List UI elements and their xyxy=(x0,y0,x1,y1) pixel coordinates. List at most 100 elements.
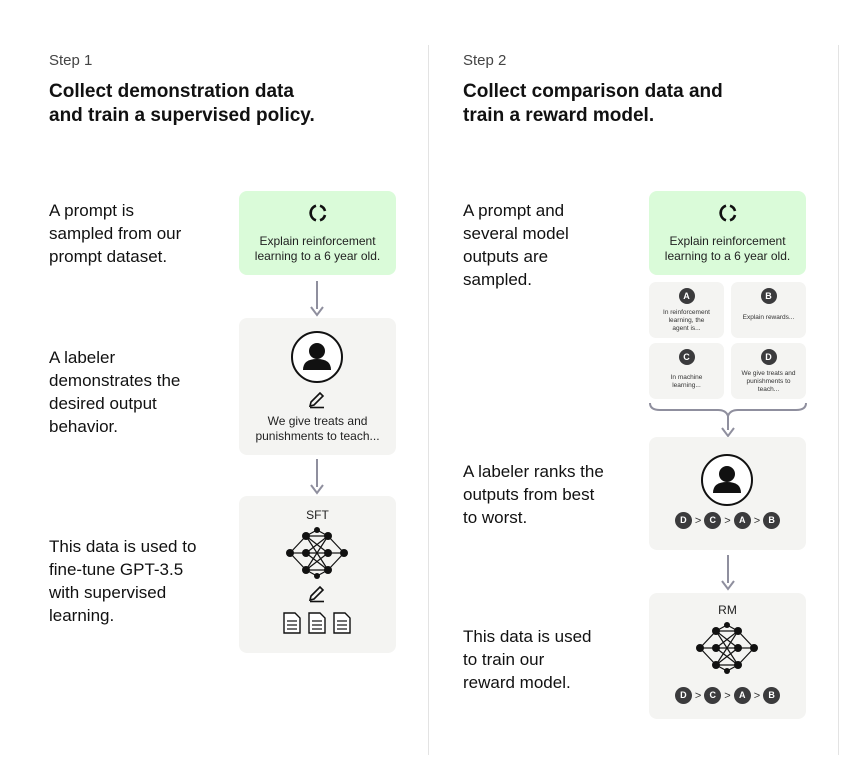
output-card-b: B Explain rewards... xyxy=(731,282,806,338)
output-badge: C xyxy=(678,349,695,365)
user-avatar-icon xyxy=(291,331,343,383)
output-badge: D xyxy=(760,349,777,365)
output-line: We give treats and xyxy=(741,370,796,377)
rank-separator: > xyxy=(694,689,702,702)
rank-separator: > xyxy=(694,514,702,527)
down-arrow-icon xyxy=(721,415,735,438)
desc-line: sampled. xyxy=(463,270,532,289)
desc-line: sampled from our xyxy=(49,224,182,243)
output-card-d: D We give treats and punishments to teac… xyxy=(731,343,806,399)
prompt-line: learning to a 6 year old. xyxy=(664,249,791,263)
step1-title: Collect demonstration data and train a s… xyxy=(49,80,315,128)
desc-line: outputs are xyxy=(463,247,549,266)
desc-line: several model xyxy=(463,224,569,243)
user-avatar-icon xyxy=(701,454,753,506)
desc-line: A prompt is xyxy=(49,201,135,220)
step1-prompt-description: A prompt is sampled from our prompt data… xyxy=(49,199,181,268)
output-text: We give treats and punishments to teach.… xyxy=(735,370,802,394)
step2-rm-card: RM D>C>A>B xyxy=(649,593,806,719)
rank-badge: B xyxy=(763,687,781,704)
document-icon xyxy=(333,612,351,634)
prompt-text: Explain reinforcement learning to a 6 ye… xyxy=(649,234,806,264)
desc-line: A labeler ranks the xyxy=(463,462,604,481)
desc-line: A prompt and xyxy=(463,201,565,220)
output-line: In reinforcement xyxy=(663,309,710,316)
desc-line: desired output xyxy=(49,394,157,413)
prompt-line: Explain reinforcement xyxy=(259,234,376,248)
output-badge: A xyxy=(678,288,695,304)
demonstration-text: We give treats and punishments to teach.… xyxy=(239,414,396,444)
rank-badge: D xyxy=(674,687,692,704)
step2-training-description: This data is used to train our reward mo… xyxy=(463,625,592,694)
rank-separator: > xyxy=(724,514,731,527)
rank-badge: C xyxy=(704,512,722,529)
output-line: In machine xyxy=(670,374,703,381)
output-line: teach... xyxy=(757,386,780,393)
rank-separator: > xyxy=(753,689,761,702)
step1-labeler-description: A labeler demonstrates the desired outpu… xyxy=(49,346,180,438)
pencil-icon xyxy=(308,391,325,409)
neural-network-icon xyxy=(696,622,758,674)
output-badge: B xyxy=(760,288,777,304)
rank-badge: A xyxy=(733,512,751,529)
down-arrow-icon xyxy=(310,459,324,495)
output-line: punishments to xyxy=(746,378,791,385)
step2-label: Step 2 xyxy=(463,52,507,69)
step1-title-line2: and train a supervised policy. xyxy=(49,105,315,126)
prompt-text: Explain reinforcement learning to a 6 ye… xyxy=(239,234,396,264)
ranking-row: D>C>A>B xyxy=(649,512,806,529)
down-arrow-icon xyxy=(310,281,324,317)
desc-line: to train our xyxy=(463,650,545,669)
output-card-c: C In machine learning... xyxy=(649,343,724,399)
desc-line: outputs from best xyxy=(463,485,595,504)
prompt-line: Explain reinforcement xyxy=(669,234,786,248)
demo-line: We give treats and xyxy=(267,414,368,428)
step1-label: Step 1 xyxy=(49,52,93,69)
desc-line: demonstrates the xyxy=(49,371,181,390)
step2-ranking-description: A labeler ranks the outputs from best to… xyxy=(463,460,604,529)
refresh-icon xyxy=(719,204,737,222)
step1-prompt-card: Explain reinforcement learning to a 6 ye… xyxy=(239,191,396,275)
refresh-icon xyxy=(309,204,327,222)
rank-badge: C xyxy=(704,687,722,704)
desc-line: with supervised xyxy=(49,583,167,602)
output-line: learning, the xyxy=(668,317,705,324)
desc-line: fine-tune GPT-3.5 xyxy=(49,560,184,579)
step2-title-line2: train a reward model. xyxy=(463,105,655,126)
output-line: agent is... xyxy=(672,325,701,332)
rank-badge: A xyxy=(733,687,751,704)
demo-line: punishments to teach... xyxy=(255,429,380,443)
desc-line: A labeler xyxy=(49,348,116,367)
step2-prompt-card: Explain reinforcement learning to a 6 ye… xyxy=(649,191,806,275)
desc-line: behavior. xyxy=(49,417,118,436)
output-line: learning... xyxy=(672,382,701,389)
desc-line: This data is used to xyxy=(49,537,197,556)
document-icon xyxy=(283,612,301,634)
output-line: Explain rewards... xyxy=(742,314,795,321)
output-card-a: A In reinforcement learning, the agent i… xyxy=(649,282,724,338)
desc-line: This data is used xyxy=(463,627,592,646)
step2-title-line1: Collect comparison data and xyxy=(463,81,723,102)
step1-training-description: This data is used to fine-tune GPT-3.5 w… xyxy=(49,535,196,627)
pencil-icon xyxy=(308,585,325,603)
rank-badge: D xyxy=(674,512,692,529)
down-arrow-icon xyxy=(721,555,735,591)
sft-label: SFT xyxy=(306,508,329,522)
output-text: Explain rewards... xyxy=(735,314,802,322)
output-text: In machine learning... xyxy=(653,374,720,390)
output-text: In reinforcement learning, the agent is.… xyxy=(653,309,720,333)
desc-line: prompt dataset. xyxy=(49,247,168,266)
step2-title: Collect comparison data and train a rewa… xyxy=(463,80,723,128)
document-icon xyxy=(308,612,326,634)
rm-label: RM xyxy=(718,603,737,617)
rank-badge: B xyxy=(763,512,781,529)
step2-prompt-description: A prompt and several model outputs are s… xyxy=(463,199,569,291)
ranking-row: D>C>A>B xyxy=(649,687,806,704)
step1-sft-card: SFT xyxy=(239,496,396,653)
step2-ranking-card: D>C>A>B xyxy=(649,437,806,550)
rank-separator: > xyxy=(724,689,731,702)
column-divider xyxy=(428,45,429,755)
desc-line: to worst. xyxy=(463,508,528,527)
step1-title-line1: Collect demonstration data xyxy=(49,81,294,102)
column-divider-right xyxy=(838,45,839,755)
